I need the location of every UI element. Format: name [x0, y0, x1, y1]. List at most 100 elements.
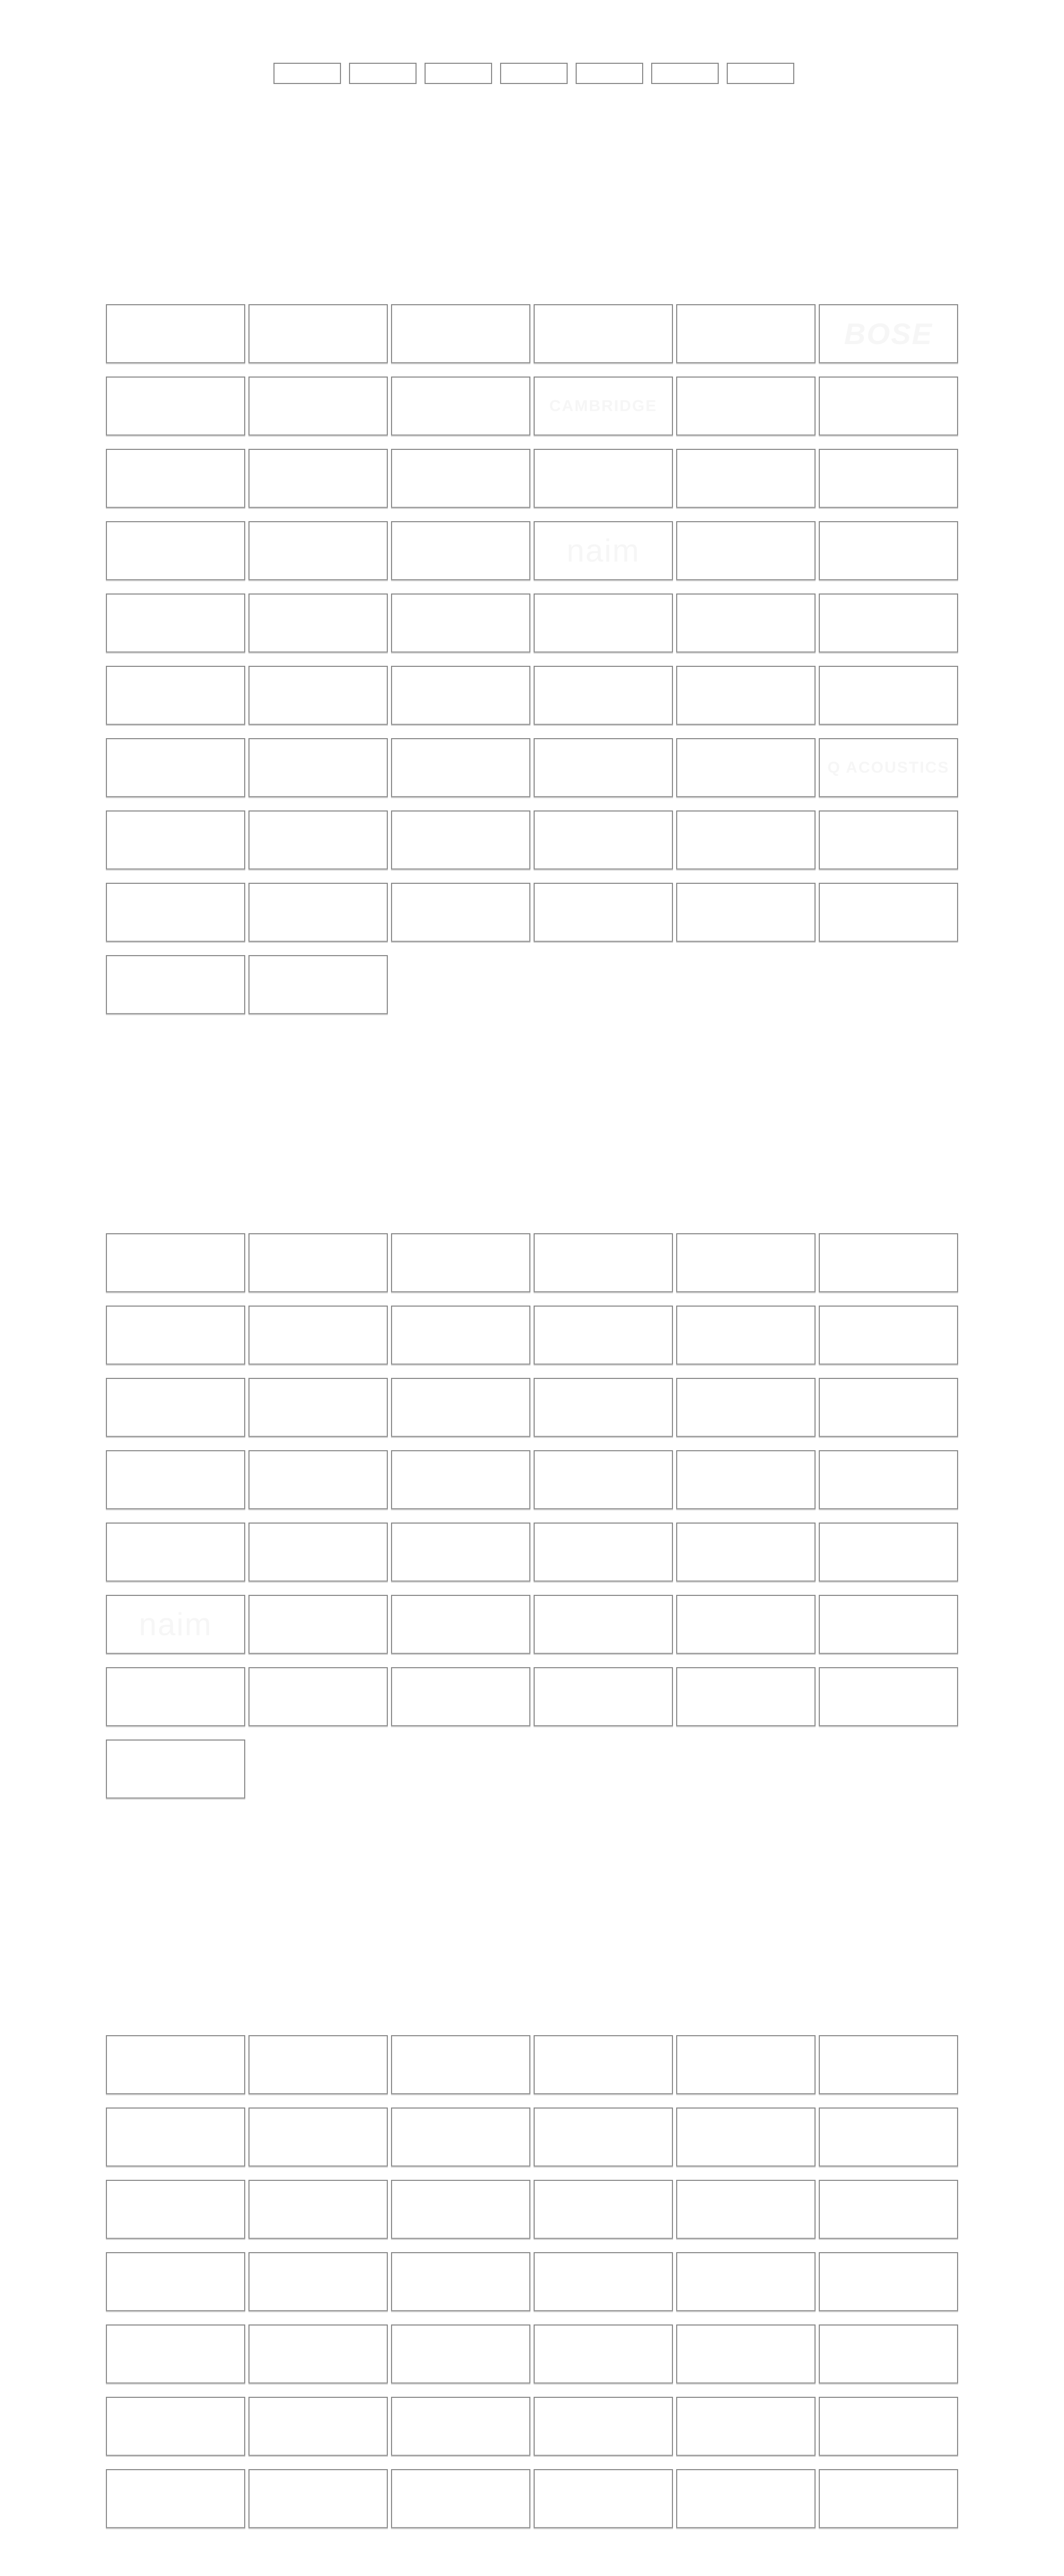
- brand-tile[interactable]: Q ACOUSTICS: [819, 738, 958, 797]
- brand-tile[interactable]: [248, 304, 388, 363]
- brand-tile[interactable]: [391, 2324, 530, 2383]
- brand-tile[interactable]: [391, 2180, 530, 2239]
- brand-tile[interactable]: [248, 883, 388, 942]
- brand-tile[interactable]: [534, 449, 673, 508]
- brand-tile[interactable]: [106, 2324, 245, 2383]
- brand-tile[interactable]: [106, 2469, 245, 2528]
- brand-tile[interactable]: [676, 2469, 816, 2528]
- brand-tile[interactable]: [391, 1306, 530, 1365]
- brand-tile[interactable]: [391, 810, 530, 869]
- brand-tile[interactable]: [534, 2397, 673, 2456]
- brand-tile[interactable]: [676, 1595, 816, 1654]
- brand-tile[interactable]: [676, 521, 816, 580]
- brand-tile[interactable]: [248, 2397, 388, 2456]
- brand-tile[interactable]: [106, 955, 245, 1014]
- brand-tile[interactable]: [819, 1523, 958, 1582]
- brand-tile[interactable]: [534, 666, 673, 725]
- brand-tile[interactable]: [391, 304, 530, 363]
- brand-tile[interactable]: [248, 2324, 388, 2383]
- brand-tile[interactable]: [676, 1450, 816, 1509]
- brand-tile[interactable]: [106, 1450, 245, 1509]
- brand-tile[interactable]: [819, 666, 958, 725]
- brand-tile[interactable]: [248, 1450, 388, 1509]
- brand-tile[interactable]: [106, 2107, 245, 2167]
- brand-tile[interactable]: [676, 883, 816, 942]
- brand-tile[interactable]: [106, 304, 245, 363]
- brand-tile[interactable]: [248, 1667, 388, 1726]
- brand-tile[interactable]: [248, 449, 388, 508]
- brand-tile[interactable]: [819, 1595, 958, 1654]
- brand-tile[interactable]: [248, 1595, 388, 1654]
- brand-tile[interactable]: [106, 883, 245, 942]
- brand-tile[interactable]: [248, 955, 388, 1014]
- brand-tile[interactable]: [391, 2107, 530, 2167]
- filter-button-1[interactable]: [273, 63, 341, 84]
- brand-tile[interactable]: [534, 1523, 673, 1582]
- brand-tile[interactable]: [248, 593, 388, 653]
- brand-tile[interactable]: [534, 883, 673, 942]
- brand-tile[interactable]: [248, 2252, 388, 2311]
- brand-tile[interactable]: [676, 2397, 816, 2456]
- brand-tile[interactable]: [106, 666, 245, 725]
- brand-tile[interactable]: [676, 1233, 816, 1292]
- brand-tile[interactable]: BOSE: [819, 304, 958, 363]
- brand-tile[interactable]: [676, 449, 816, 508]
- brand-tile[interactable]: [819, 2107, 958, 2167]
- brand-tile[interactable]: [534, 304, 673, 363]
- brand-tile[interactable]: [106, 2252, 245, 2311]
- brand-tile[interactable]: [391, 2469, 530, 2528]
- brand-tile[interactable]: [391, 1378, 530, 1437]
- brand-tile[interactable]: [106, 1233, 245, 1292]
- brand-tile[interactable]: [106, 810, 245, 869]
- brand-tile[interactable]: [676, 2180, 816, 2239]
- brand-tile[interactable]: [534, 810, 673, 869]
- brand-tile[interactable]: [534, 2252, 673, 2311]
- brand-tile[interactable]: [248, 2107, 388, 2167]
- brand-tile[interactable]: [391, 1450, 530, 1509]
- brand-tile[interactable]: [676, 2252, 816, 2311]
- brand-tile[interactable]: [819, 2324, 958, 2383]
- brand-tile[interactable]: [106, 521, 245, 580]
- brand-tile[interactable]: [391, 2035, 530, 2094]
- brand-tile[interactable]: [106, 377, 245, 436]
- brand-tile[interactable]: [106, 2035, 245, 2094]
- brand-tile[interactable]: naim: [106, 1595, 245, 1654]
- brand-tile[interactable]: [106, 2180, 245, 2239]
- brand-tile[interactable]: [676, 1523, 816, 1582]
- brand-tile[interactable]: [248, 810, 388, 869]
- brand-tile[interactable]: [819, 810, 958, 869]
- brand-tile[interactable]: [819, 1450, 958, 1509]
- brand-tile[interactable]: [819, 2035, 958, 2094]
- brand-tile[interactable]: [819, 1306, 958, 1365]
- brand-tile[interactable]: [106, 449, 245, 508]
- filter-button-6[interactable]: [651, 63, 719, 84]
- brand-tile[interactable]: [391, 2397, 530, 2456]
- brand-tile[interactable]: [534, 1595, 673, 1654]
- brand-tile[interactable]: [676, 1306, 816, 1365]
- brand-tile[interactable]: [819, 883, 958, 942]
- brand-tile[interactable]: [391, 1595, 530, 1654]
- brand-tile[interactable]: [534, 2107, 673, 2167]
- brand-tile[interactable]: [534, 2324, 673, 2383]
- brand-tile[interactable]: [534, 738, 673, 797]
- brand-tile[interactable]: [676, 377, 816, 436]
- brand-tile[interactable]: [248, 1523, 388, 1582]
- brand-tile[interactable]: [391, 593, 530, 653]
- brand-tile[interactable]: [248, 1306, 388, 1365]
- brand-tile[interactable]: naim: [534, 521, 673, 580]
- brand-tile[interactable]: [676, 666, 816, 725]
- brand-tile[interactable]: [106, 738, 245, 797]
- brand-tile[interactable]: [819, 2252, 958, 2311]
- filter-button-7[interactable]: [727, 63, 794, 84]
- brand-tile[interactable]: [391, 2252, 530, 2311]
- brand-tile[interactable]: [819, 2180, 958, 2239]
- brand-tile[interactable]: [676, 2324, 816, 2383]
- brand-tile[interactable]: [248, 666, 388, 725]
- filter-button-5[interactable]: [576, 63, 643, 84]
- brand-tile[interactable]: [534, 1233, 673, 1292]
- brand-tile[interactable]: [676, 810, 816, 869]
- brand-tile[interactable]: CAMBRIDGE: [534, 377, 673, 436]
- brand-tile[interactable]: [819, 377, 958, 436]
- filter-button-4[interactable]: [500, 63, 568, 84]
- brand-tile[interactable]: [676, 2107, 816, 2167]
